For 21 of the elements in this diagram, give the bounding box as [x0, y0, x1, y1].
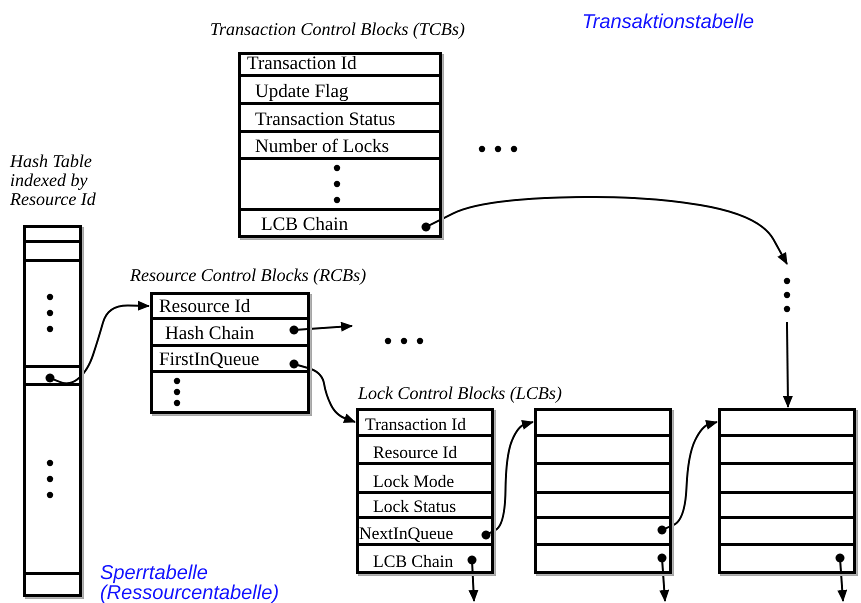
field-name: Update Flag — [255, 82, 348, 102]
table-caption: Transaktionstabelle — [582, 12, 754, 32]
field-name: FirstInQueue — [159, 350, 260, 370]
field-row — [241, 55, 439, 77]
table-caption: Sperrtabelle (Ressourcentabelle) — [100, 563, 280, 603]
field-name: Lock Status — [373, 498, 456, 516]
table-heading: Resource Control Blocks (RCBs) — [130, 266, 366, 285]
field-name: NextInQueue — [359, 524, 454, 543]
field-name: Lock Mode — [373, 472, 454, 491]
table-heading: Transaction Control Blocks (TCBs) — [210, 20, 465, 39]
field-name: Transaction Id — [365, 416, 466, 434]
table-heading: Hash Table indexed by Resource Id — [10, 152, 97, 209]
table-heading: Lock Control Blocks (LCBs) — [358, 384, 562, 403]
field-name: Resource Id — [373, 444, 458, 462]
field-name: LCB Chain — [261, 215, 348, 235]
field-name: Number of Locks — [255, 137, 390, 157]
field-name: LCB Chain — [373, 552, 454, 571]
field-name: Transaction Status — [255, 110, 396, 130]
field-name: Hash Chain — [165, 324, 254, 344]
field-name: Resource Id — [159, 297, 250, 317]
field-name: Transaction Id — [247, 54, 357, 74]
